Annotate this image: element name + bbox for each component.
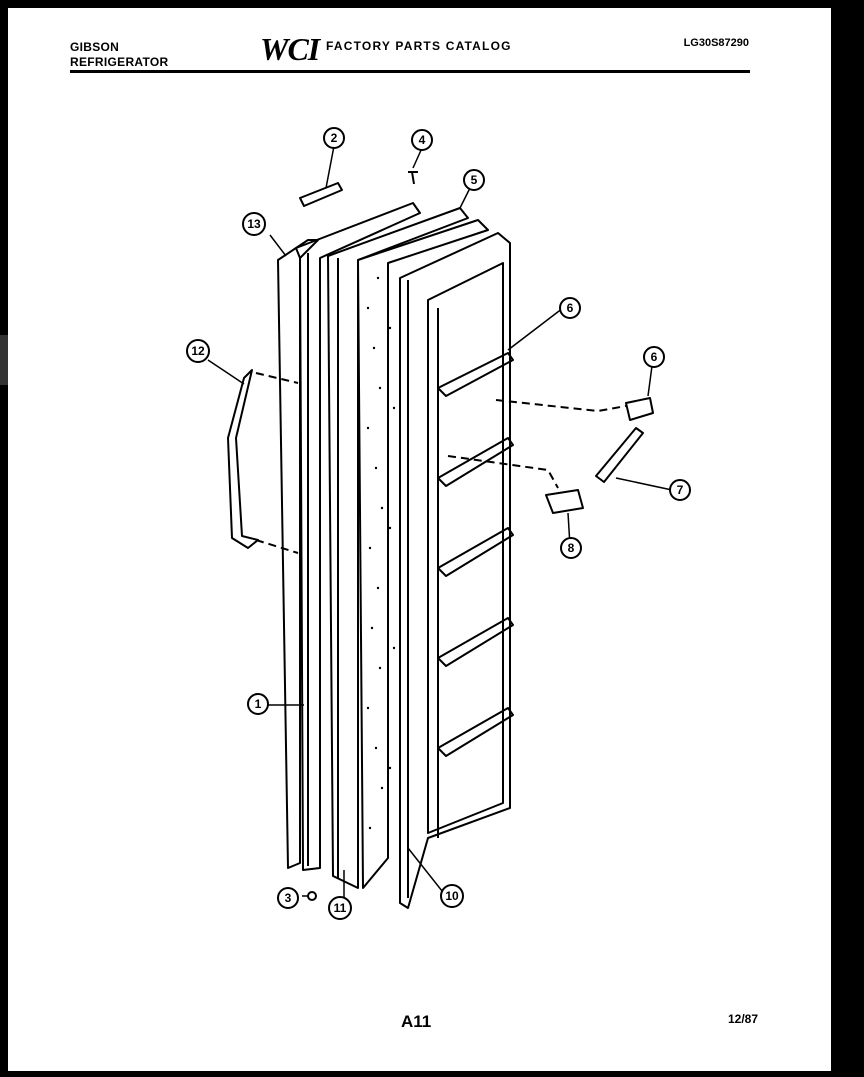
callout-7: 7 [669,479,691,501]
inner-door-liner [399,232,511,909]
outer-door-panel [295,202,421,871]
svg-text:6: 6 [651,350,658,364]
svg-text:4: 4 [419,133,426,147]
screw-small [307,891,317,901]
catalog-date: 12/87 [728,1012,759,1026]
page-number: A11 [401,1012,432,1031]
shelf-bracket-lower [545,489,584,514]
trim-piece [299,182,343,207]
callout-6-right: 6 [643,346,665,368]
svg-text:3: 3 [285,891,292,905]
shelf-bar [595,427,644,483]
wci-logo: WCI [260,31,320,67]
parts-catalog-page: GIBSON REFRIGERATOR WCI FACTORY PARTS CA… [8,8,831,1071]
freezer-door-exploded-diagram: 2 4 5 13 6 12 6 7 8 1 3 11 10 [186,127,691,920]
binder-tab [0,335,8,385]
svg-text:13: 13 [247,217,261,231]
door-liner-frame [327,207,469,889]
callout-11: 11 [328,896,352,920]
callout-2: 2 [323,127,345,149]
svg-text:6: 6 [567,301,574,315]
door-shelf-1 [437,352,514,397]
header-rule [70,70,750,73]
svg-text:8: 8 [568,541,575,555]
callout-12: 12 [186,339,210,363]
callout-13: 13 [242,212,266,236]
door-handle [227,369,259,549]
brand-line-1: GIBSON [70,40,120,54]
callout-10: 10 [440,884,464,908]
brand-block: GIBSON REFRIGERATOR [70,40,169,70]
model-code: LG30S87290 [683,37,749,49]
callout-6-upper: 6 [559,297,581,319]
svg-text:11: 11 [334,901,347,915]
svg-text:1: 1 [255,697,262,711]
door-shelf-5 [437,707,514,757]
callout-5: 5 [463,169,485,191]
insulation-stipple [366,276,396,830]
callout-group: 2 4 5 13 6 12 6 7 8 1 3 11 10 [186,127,691,920]
catalog-title: FACTORY PARTS CATALOG [326,39,512,53]
insulation-panel [357,219,489,889]
svg-text:7: 7 [677,483,684,497]
svg-text:5: 5 [471,173,478,187]
door-shelf-3 [437,527,514,577]
callout-4: 4 [411,129,433,151]
svg-text:10: 10 [445,889,459,903]
door-gasket [277,239,319,869]
brand-line-2: REFRIGERATOR [70,55,169,69]
callout-8: 8 [560,537,582,559]
callout-3: 3 [277,887,299,909]
callout-1: 1 [247,693,269,715]
shelf-bracket-upper [625,397,654,421]
svg-text:12: 12 [191,344,205,358]
screw [408,171,418,185]
door-shelf-2 [437,437,514,487]
door-shelf-4 [437,617,514,667]
svg-text:2: 2 [331,131,338,145]
